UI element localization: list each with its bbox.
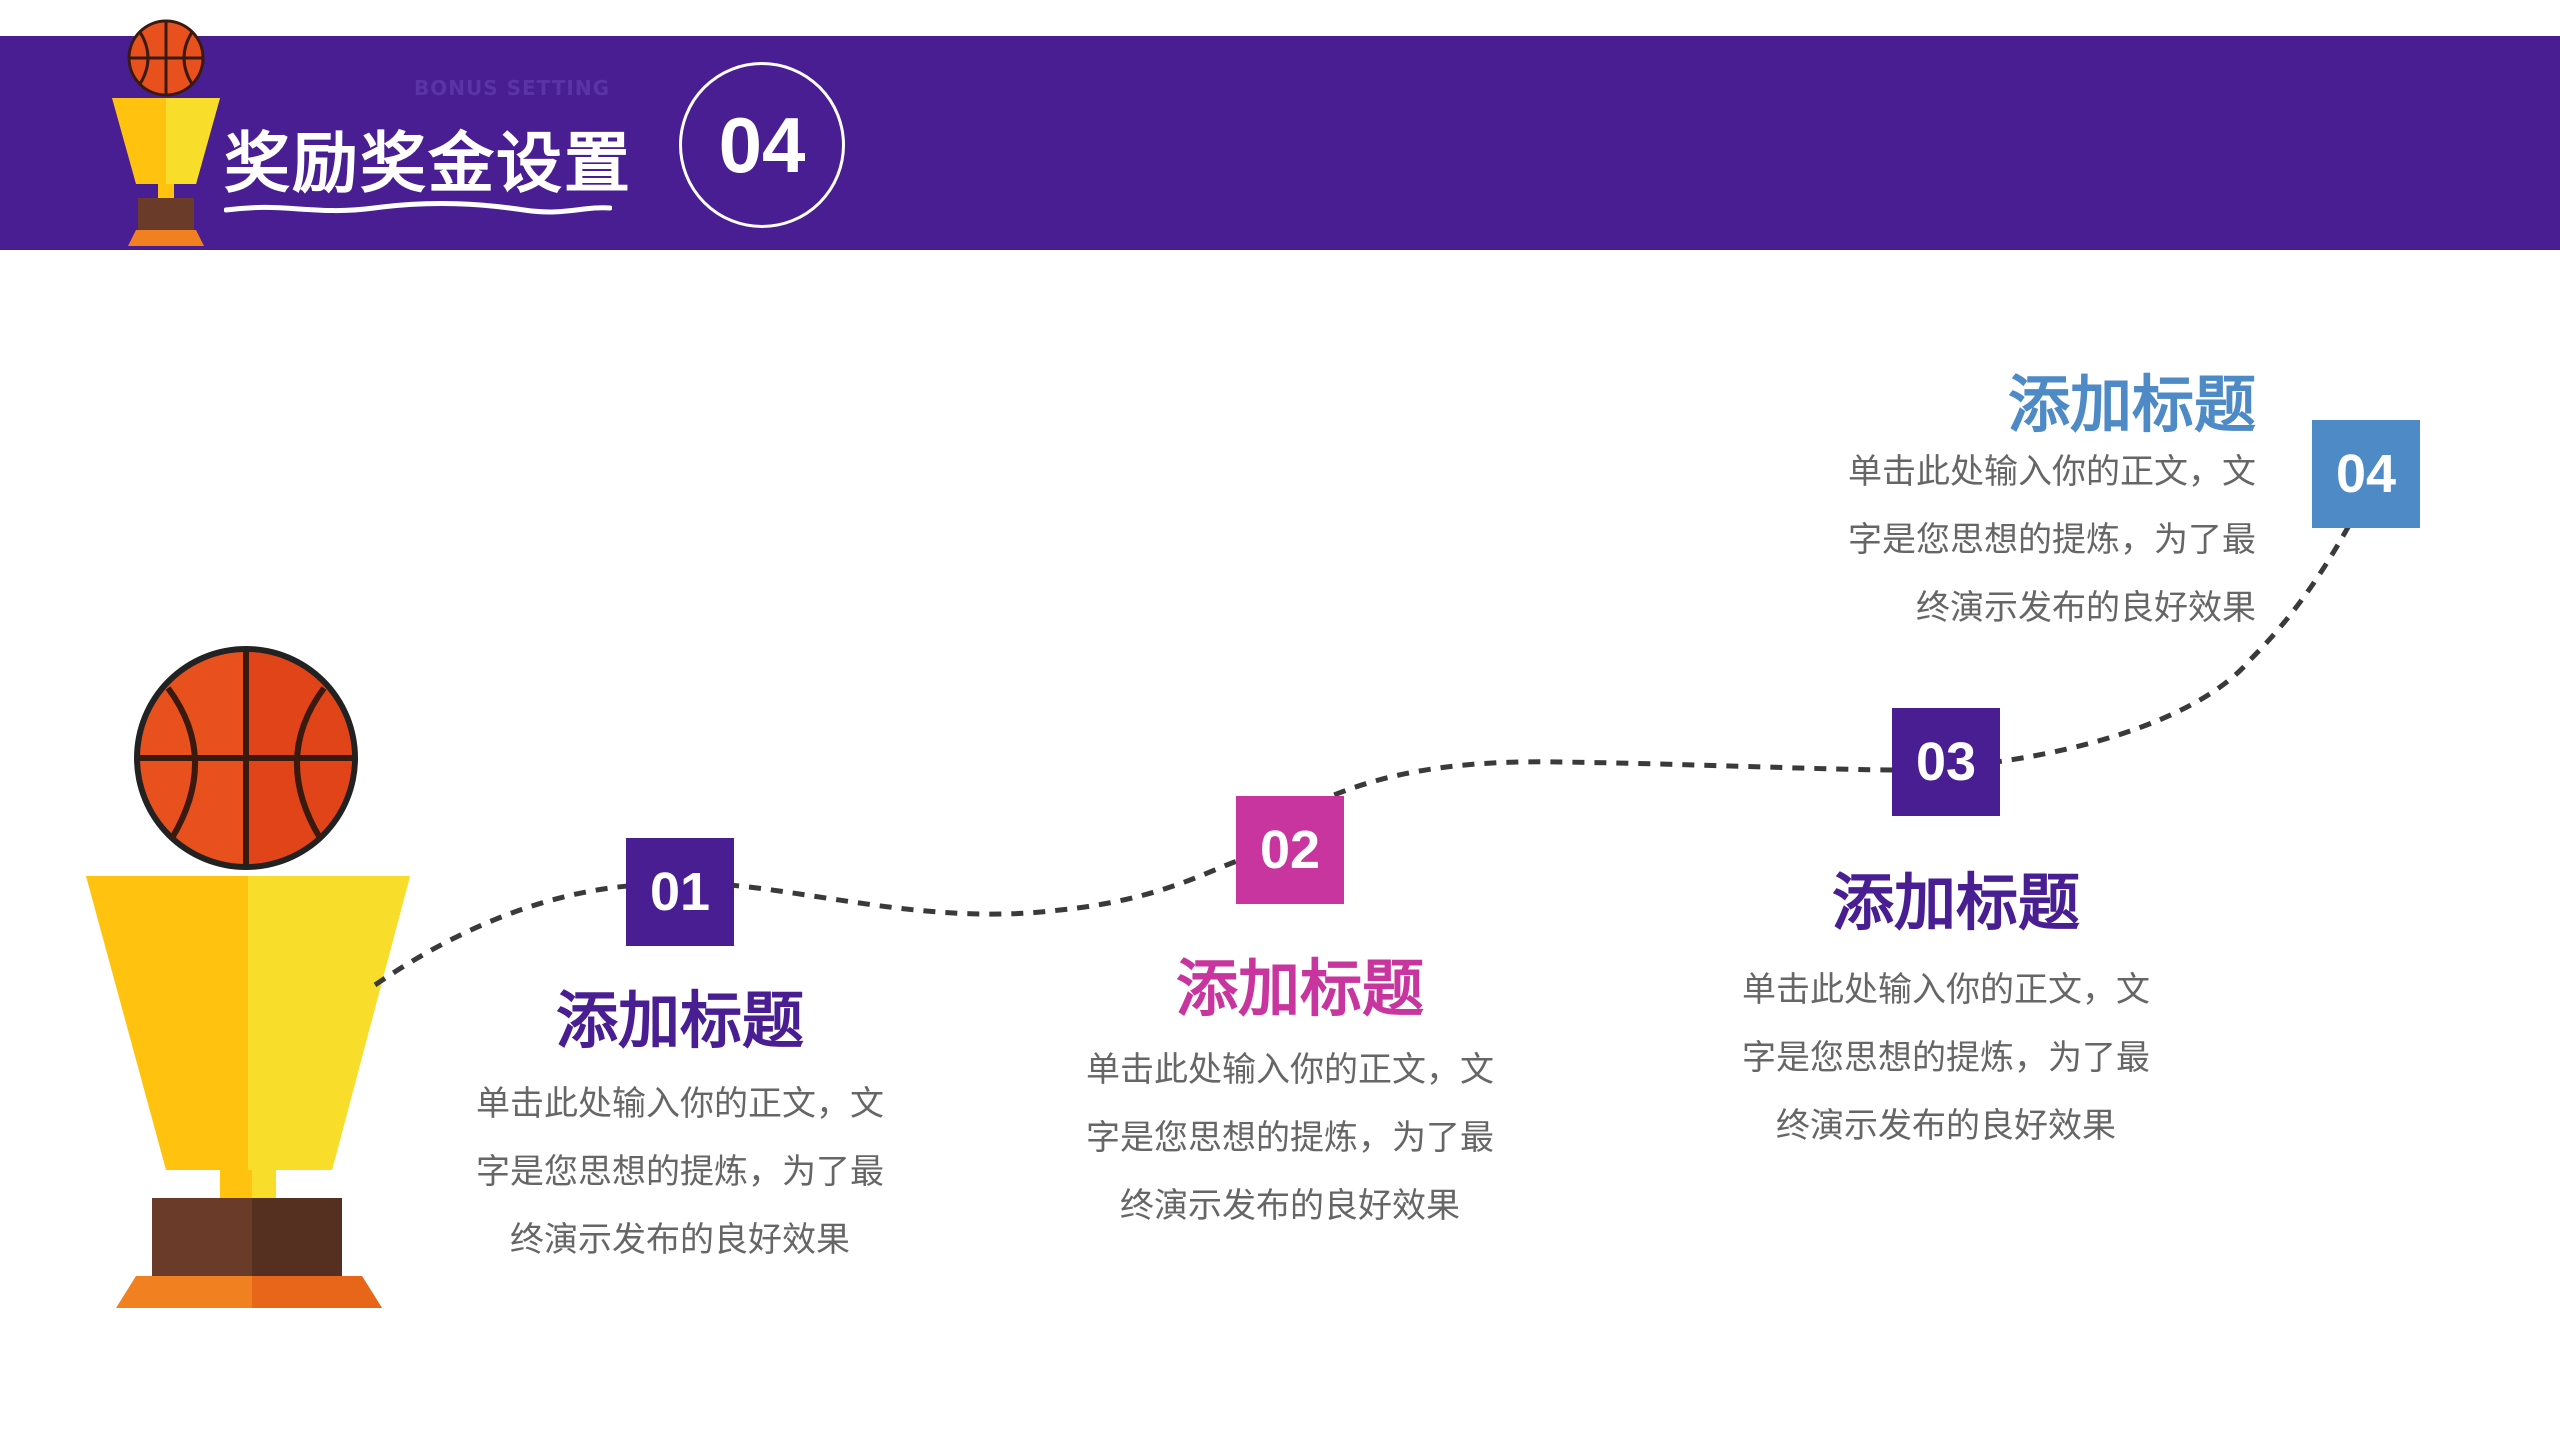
section-title: 奖励奖金设置 [224,125,632,202]
step-02-line-2: 字是您思想的提炼，为了最 [1086,1118,1494,1158]
step-03-line-3: 终演示发布的良好效果 [1776,1106,2116,1146]
step-04-description: 单击此处输入你的正文，文 字是您思想的提炼，为了最 终演示发布的良好效果 [1756,438,2256,642]
trophy-icon [112,19,220,246]
step-04-title: 添加标题 [2007,368,2256,441]
step-02-line-3: 终演示发布的良好效果 [1120,1186,1460,1226]
step-04-line-3: 终演示发布的良好效果 [1916,588,2256,628]
step-02-title: 添加标题 [1175,952,1424,1025]
step-01-line-3: 终演示发布的良好效果 [510,1220,850,1260]
step-04-line-2: 字是您思想的提炼，为了最 [1848,520,2256,560]
title-underline [224,201,612,215]
step-03-title: 添加标题 [1831,866,2080,939]
step-04-line-1: 单击此处输入你的正文，文 [1848,452,2256,492]
step-02-description: 单击此处输入你的正文，文 字是您思想的提炼，为了最 终演示发布的良好效果 [1040,1036,1540,1240]
basketball-icon [127,19,205,97]
step-01-line-1: 单击此处输入你的正文，文 [476,1084,884,1124]
step-04-number: 04 [2312,420,2420,528]
step-02-number: 02 [1236,796,1344,904]
basketball-trophy-illustration [86,646,410,1308]
step-03-line-1: 单击此处输入你的正文，文 [1742,970,2150,1010]
step-03-number: 03 [1892,708,2000,816]
step-02-line-1: 单击此处输入你的正文，文 [1086,1050,1494,1090]
section-number-circle: 04 [679,62,845,228]
step-03-line-2: 字是您思想的提炼，为了最 [1742,1038,2150,1078]
step-01-description: 单击此处输入你的正文，文 字是您思想的提炼，为了最 终演示发布的良好效果 [430,1070,930,1274]
step-03-description: 单击此处输入你的正文，文 字是您思想的提炼，为了最 终演示发布的良好效果 [1696,956,2196,1160]
step-01-number: 01 [626,838,734,946]
section-subtitle: BONUS SETTING [414,76,610,100]
step-01-line-2: 字是您思想的提炼，为了最 [476,1152,884,1192]
header-band [0,36,2560,250]
step-01-title: 添加标题 [555,984,804,1057]
